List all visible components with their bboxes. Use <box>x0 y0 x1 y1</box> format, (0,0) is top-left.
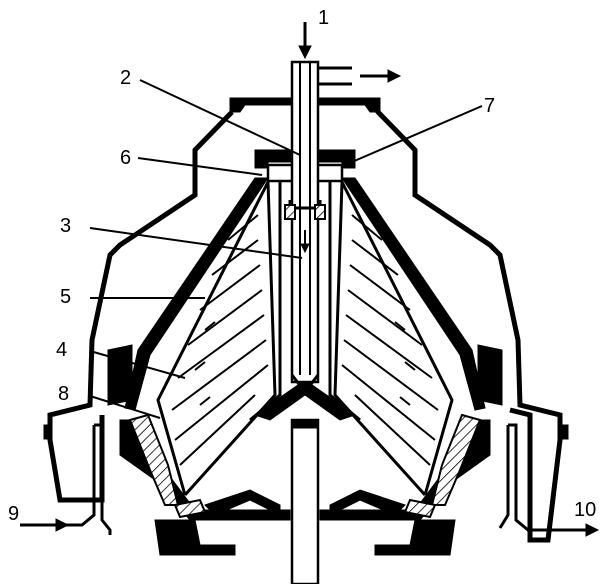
spindle-cap <box>291 419 319 429</box>
callout-1: 1 <box>318 7 329 29</box>
disc-flow-marks <box>194 321 416 406</box>
inlet-tip <box>290 374 320 395</box>
inlet-9-arrow <box>20 518 70 532</box>
outlet-arrow <box>360 69 402 83</box>
outlet-10-arrow <box>560 523 600 537</box>
callout-5: 5 <box>60 286 71 308</box>
disc-lines-right <box>341 214 439 466</box>
callout-4: 4 <box>56 339 67 361</box>
top-inner-left <box>284 204 296 220</box>
seal-bottom-left <box>173 498 207 519</box>
callout-9: 9 <box>8 503 19 525</box>
right-lug <box>559 424 569 440</box>
callout-7: 7 <box>484 95 495 117</box>
bottom-frame-right <box>374 519 456 556</box>
callout-3: 3 <box>60 215 71 237</box>
inlet-pipe <box>290 60 320 384</box>
left-drain-pipe <box>20 423 112 535</box>
top-cap <box>231 99 379 113</box>
disc-stack-left-outline <box>156 181 277 497</box>
seal-bottom-right <box>403 498 437 519</box>
internal-flow-arrow <box>300 230 310 254</box>
top-inner-right <box>314 204 326 220</box>
callout-8: 8 <box>58 383 69 405</box>
top-outlet <box>318 66 352 86</box>
leader-lines <box>89 79 483 419</box>
bowl-hood-right <box>341 177 486 411</box>
left-lug <box>43 424 53 440</box>
disc-stack-right-outline <box>333 181 454 497</box>
right-drain-pipe <box>498 423 590 532</box>
bowl-hood-left <box>124 177 269 411</box>
spindle <box>290 418 320 584</box>
bottom-inner-left <box>204 489 281 516</box>
bottom-inner-right <box>329 489 406 516</box>
disc-lines-left <box>171 214 269 466</box>
bottom-frame-left <box>154 519 236 556</box>
callout-6: 6 <box>120 147 131 169</box>
callout-10: 10 <box>574 499 596 521</box>
feed-arrow <box>298 22 312 60</box>
callout-2: 2 <box>120 67 131 89</box>
